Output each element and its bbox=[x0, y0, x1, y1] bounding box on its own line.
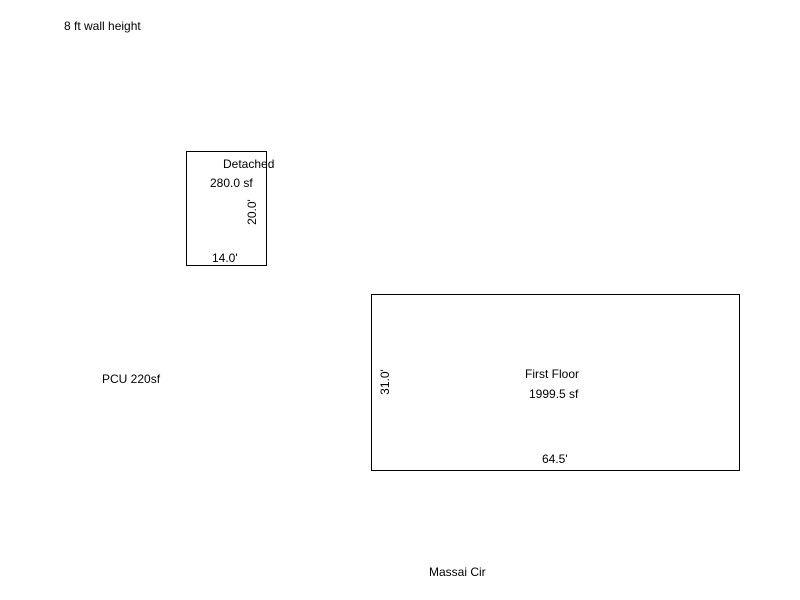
detached-label: Detached bbox=[223, 157, 275, 171]
detached-outline bbox=[186, 151, 267, 266]
wall-height-note: 8 ft wall height bbox=[64, 19, 141, 33]
first-floor-outline bbox=[371, 294, 740, 471]
detached-area: 280.0 sf bbox=[210, 176, 253, 190]
street-label: Massai Cir bbox=[429, 565, 486, 579]
pcu-note: PCU 220sf bbox=[102, 372, 161, 386]
first-floor-area: 1999.5 sf bbox=[529, 387, 579, 401]
first-floor-label: First Floor bbox=[525, 367, 579, 381]
detached-depth-dimension: 20.0' bbox=[245, 199, 259, 225]
first-floor-depth-dimension: 31.0' bbox=[378, 369, 392, 395]
detached-width-dimension: 14.0' bbox=[212, 251, 238, 265]
first-floor-width-dimension: 64.5' bbox=[542, 452, 568, 466]
